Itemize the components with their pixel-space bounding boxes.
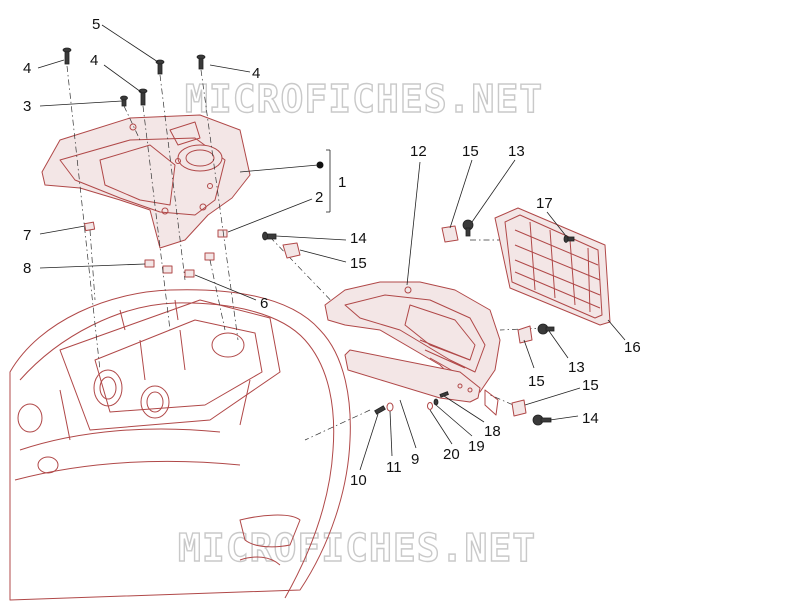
- watermark-bottom: MICROFICHES.NET: [178, 526, 536, 570]
- callout-6: 6: [260, 295, 268, 312]
- callout-4-left: 4: [23, 60, 31, 77]
- callout-12: 12: [410, 143, 427, 160]
- callout-10: 10: [350, 472, 367, 489]
- callout-7: 7: [23, 227, 31, 244]
- callout-16: 16: [624, 339, 641, 356]
- leader-lines: [37, 24, 626, 471]
- screws-top: [62, 47, 206, 107]
- license-plate-grid: [494, 207, 611, 326]
- callout-5: 5: [92, 16, 100, 33]
- callout-8: 8: [23, 260, 31, 277]
- speed-nut-clips: [84, 221, 228, 278]
- callout-19: 19: [468, 438, 485, 455]
- callout-15-mid: 15: [528, 373, 545, 390]
- callout-18: 18: [484, 423, 501, 440]
- callout-14-bottom: 14: [582, 410, 599, 427]
- plate-bracket-strip: [344, 349, 481, 403]
- callout-13-bottom: 13: [568, 359, 585, 376]
- callout-9: 9: [411, 451, 419, 468]
- rear-cover-plate: [41, 114, 251, 249]
- vehicle-body-frame: [9, 289, 351, 601]
- callout-15-top: 15: [462, 143, 479, 160]
- callout-15-left: 15: [350, 255, 367, 272]
- callout-11: 11: [386, 459, 402, 476]
- callout-4-right: 4: [252, 65, 260, 82]
- callout-4-mid: 4: [90, 52, 98, 69]
- callout-labels: 5 4 4 4 3 1 2 7 8 6 14 15 12 15 13 17 16…: [23, 16, 641, 489]
- callout-14-top: 14: [350, 230, 367, 247]
- fasteners-right: [262, 219, 575, 426]
- callout-15-bottom: 15: [582, 377, 599, 394]
- callout-2: 2: [315, 189, 323, 206]
- callout-13-top: 13: [508, 143, 525, 160]
- callout-3: 3: [23, 98, 31, 115]
- callout-1: 1: [338, 174, 346, 191]
- callout-20: 20: [443, 446, 460, 463]
- watermark-top: MICROFICHES.NET: [185, 77, 543, 121]
- license-plate-holder: [324, 281, 501, 416]
- callout-17: 17: [536, 195, 553, 212]
- group-bracket-1-2: [316, 149, 331, 213]
